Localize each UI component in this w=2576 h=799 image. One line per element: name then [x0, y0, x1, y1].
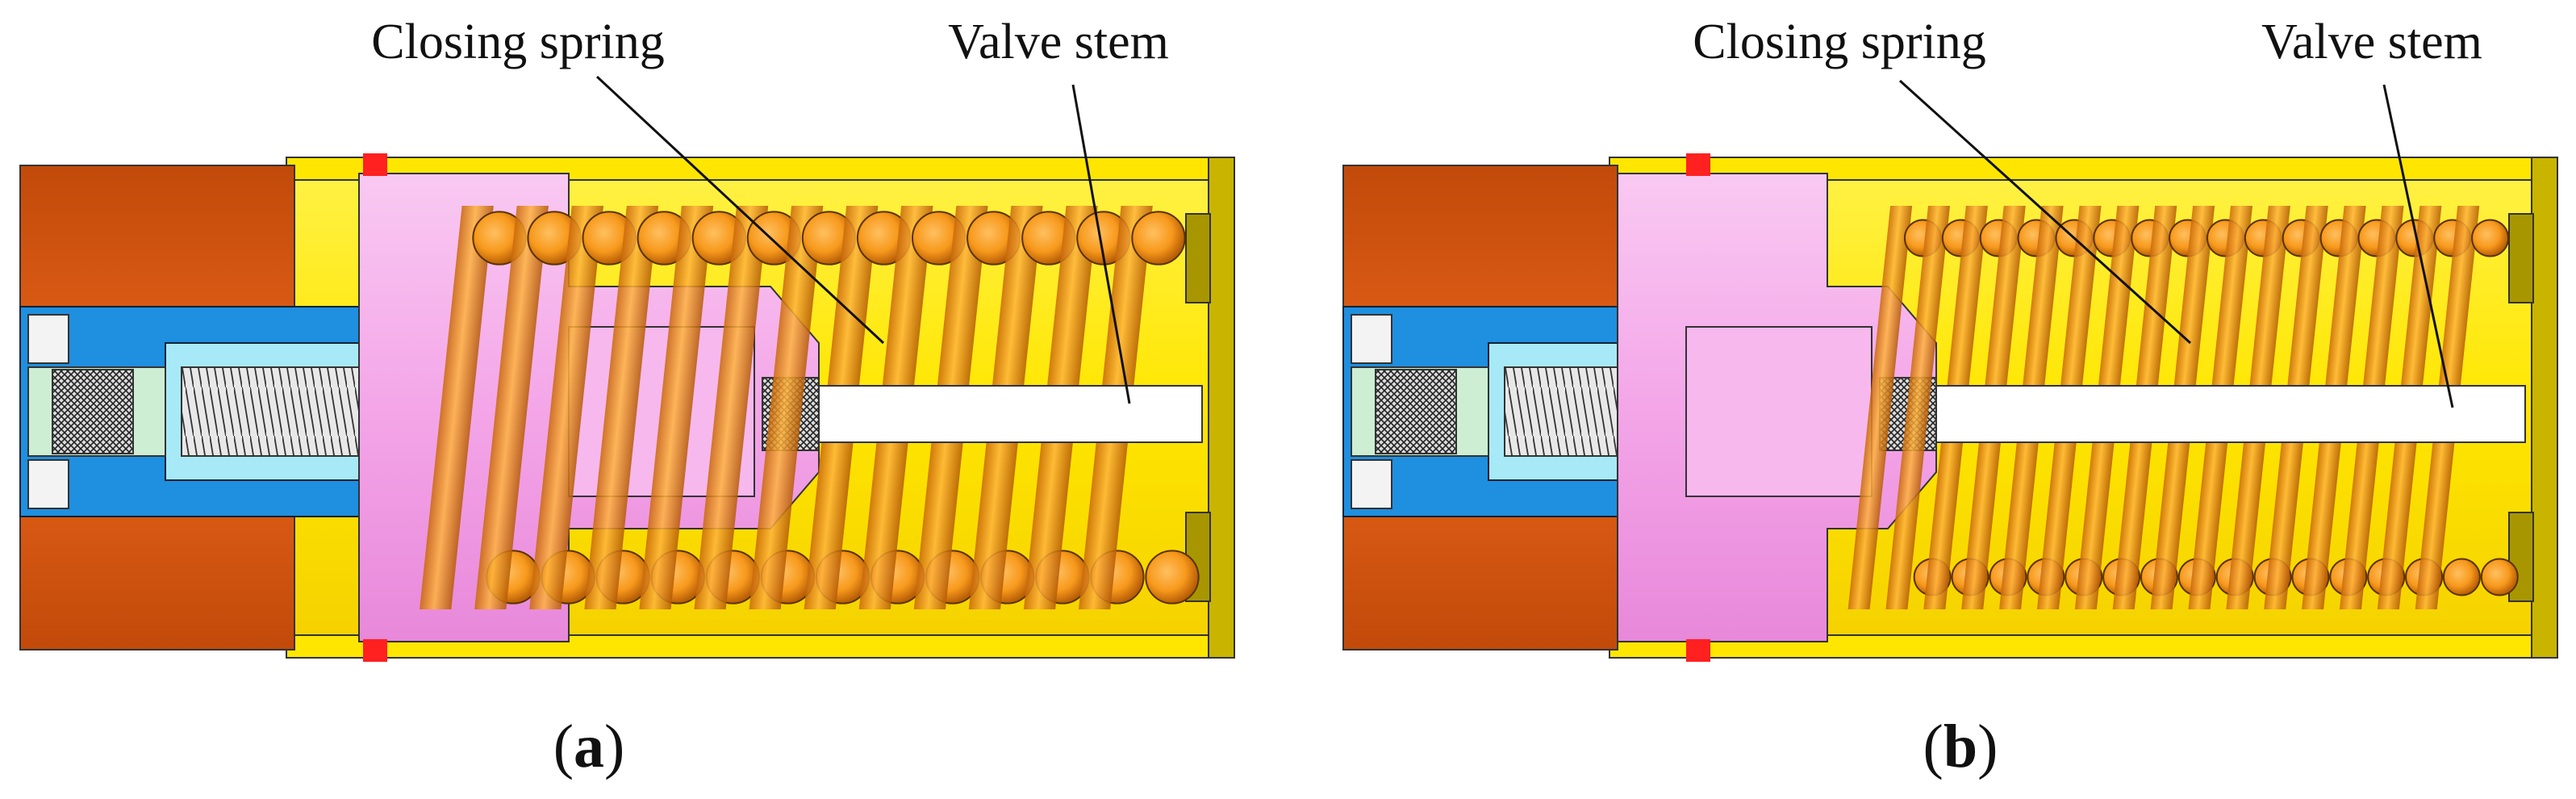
panel-b-valve-stem: [1935, 385, 2526, 443]
panel-a-coil-band: [420, 206, 494, 609]
panel-b-stem-leader-line: [2382, 84, 2454, 408]
panel-a-coil-band: [529, 206, 603, 609]
panel-a-coil-top: [1131, 211, 1186, 266]
panel-a-seal-top: [363, 153, 387, 176]
panel-b-coil-top: [2471, 219, 2510, 257]
panel-a-stem-leader-line: [1071, 84, 1131, 404]
panel-b-plunger: [1685, 326, 1873, 497]
panel-b-assembly: [1342, 153, 2558, 662]
panel-a-caption: (a): [553, 713, 625, 780]
panel-b-coil-bottom: [2480, 558, 2519, 596]
panel-a-coil-band: [584, 206, 659, 609]
panel-a-nut-bottom: [27, 459, 69, 509]
panel-a-nut-top: [27, 314, 69, 364]
panel-b-nut-top: [1351, 314, 1392, 364]
panel-b-coil-bottom: [2442, 558, 2481, 596]
panel-b-mesh-left: [1375, 369, 1457, 454]
panel-a-valve-stem-label: Valve stem: [948, 15, 1169, 69]
panel-a-coil-band: [474, 206, 549, 609]
panel-a-caption-letter: a: [574, 713, 604, 780]
panel-b-closing-spring-label: Closing spring: [1693, 15, 1985, 69]
panel-b-end-lug-top: [2508, 213, 2534, 303]
panel-a-coil-band: [749, 206, 824, 609]
panel-b: [1342, 153, 2558, 662]
panel-b-end-cap: [2531, 157, 2558, 659]
panel-b-caption-letter: b: [1943, 713, 1977, 780]
panel-a: [19, 153, 1235, 662]
panel-a-end-cap: [1208, 157, 1235, 659]
panel-a-end-lug-top: [1185, 213, 1211, 303]
panel-b-nut-bottom: [1351, 459, 1392, 509]
panel-b-coil-band: [1847, 206, 1913, 609]
panel-a-spring-leader-line: [595, 75, 885, 345]
panel-a-valve-stem: [818, 385, 1203, 443]
panel-b-valve-stem-label: Valve stem: [2261, 15, 2482, 69]
panel-a-coil-bottom: [1145, 550, 1200, 604]
panel-b-coil-band: [1885, 206, 1951, 609]
panel-a-mesh-left: [52, 369, 134, 454]
panel-b-caption: (b): [1923, 713, 1998, 780]
panel-a-seal-bottom: [363, 639, 387, 662]
panel-a-closing-spring-label: Closing spring: [371, 15, 664, 69]
panel-b-seal-bottom: [1686, 639, 1710, 662]
panel-b-seal-top: [1686, 153, 1710, 176]
panel-a-coil-band: [639, 206, 714, 609]
panel-a-coil-band: [694, 206, 769, 609]
panel-a-assembly: [19, 153, 1235, 662]
panel-b-spring-leader-line: [1898, 79, 2192, 345]
